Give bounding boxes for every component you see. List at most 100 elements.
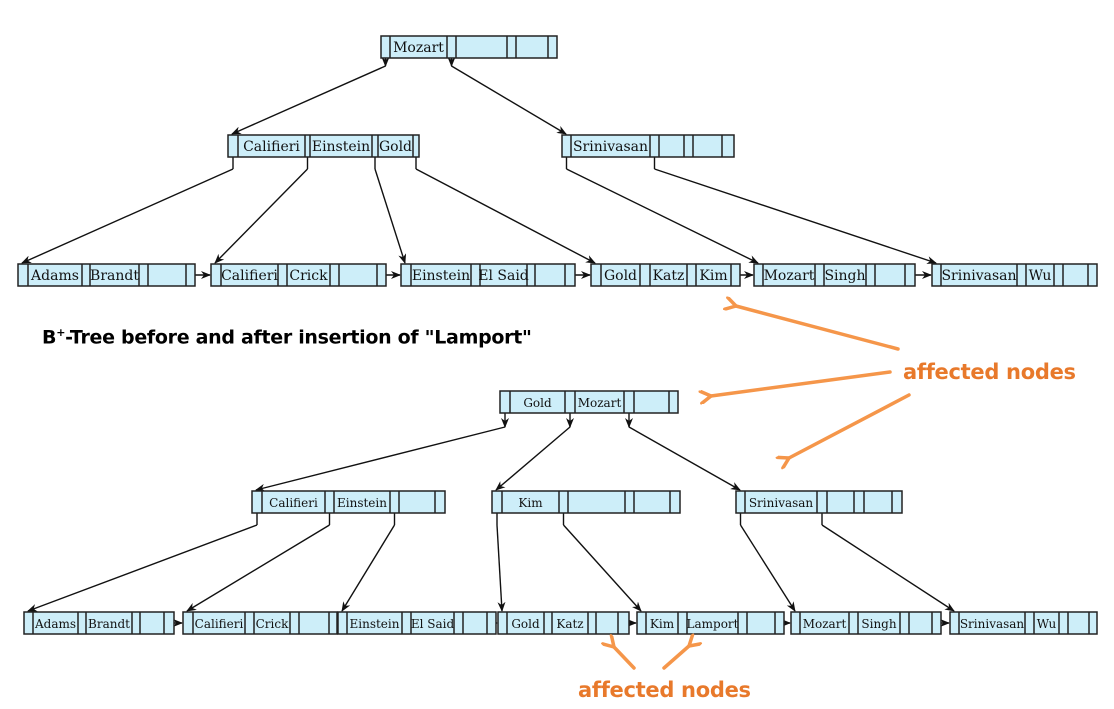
node-box [380, 35, 558, 59]
tree-edges [21, 50, 955, 627]
before-insertion-root-node: Mozart [380, 35, 558, 59]
node-key: Adams [30, 268, 79, 284]
node-key: Srinivasan [573, 139, 648, 155]
node-key: Wu [1029, 268, 1052, 284]
before-insertion-leaf-node-2: Califieri Crick [210, 263, 387, 287]
node-key: Crick [256, 617, 289, 631]
affected-nodes-label-top: affected nodes [903, 360, 1076, 384]
orange-arrow-to-leaf-kim-lamport [662, 646, 689, 670]
node-key: Califieri [221, 268, 278, 284]
node-key: Brandt [90, 268, 139, 284]
node-key: Crick [289, 268, 328, 284]
node-key: Califieri [195, 617, 244, 631]
node-box [210, 263, 387, 287]
node-key: Lamport [687, 617, 739, 631]
node-key: Califieri [243, 139, 300, 155]
node-box [337, 611, 497, 635]
orange-arrow-to-root-after [711, 370, 892, 396]
node-box [23, 611, 175, 635]
node-key: Katz [556, 617, 583, 631]
node-box [949, 611, 1098, 635]
after-insertion-internal-node-3: Srinivasan [735, 490, 903, 514]
node-box [400, 263, 576, 287]
node-key: Gold [523, 396, 552, 410]
node-key: Adams [34, 617, 76, 631]
after-insertion-leaf-node-2: Califieri Crick [182, 611, 338, 635]
after-insertion-leaf-node-3: Einstein El Said [337, 611, 497, 635]
node-box [17, 263, 196, 287]
node-box [790, 611, 942, 635]
after-insertion-internal-to-leaf-edge [341, 524, 396, 612]
node-key: Mozart [803, 617, 847, 631]
before-insertion-root-to-internal-edge [451, 65, 567, 135]
before-insertion-leaf-node-1: Adams Brandt [17, 263, 196, 287]
node-key: Singh [824, 268, 865, 284]
node-key: Gold [511, 617, 540, 631]
orange-arrow-to-internal-kim [789, 393, 911, 458]
before-insertion-leaf-node-3: Einstein El Said [400, 263, 576, 287]
node-key: Srinivasan [749, 496, 814, 510]
orange-arrow-to-leaf-gold-katz [614, 647, 636, 670]
before-insertion-internal-to-leaf-edge [415, 168, 596, 264]
node-key: Mozart [578, 396, 622, 410]
before-insertion-root-to-internal-edge [231, 65, 386, 135]
after-insertion-internal-to-leaf-edge [739, 524, 796, 612]
node-key: Califieri [269, 496, 318, 510]
node-key: Einstein [350, 617, 400, 631]
before-insertion-internal-to-leaf-edge [21, 168, 234, 264]
node-key: Kim [650, 617, 675, 631]
after-insertion-internal-to-leaf-edge [27, 524, 258, 612]
node-key: El Said [478, 268, 529, 284]
after-insertion-leaf-node-4: Gold Katz [497, 611, 630, 635]
node-key: Srinivasan [941, 268, 1016, 284]
before-insertion-leaf-node-6: Srinivasan Wu [931, 263, 1098, 287]
node-key: Wu [1037, 617, 1057, 631]
before-insertion-internal-node-2: Srinivasan [561, 134, 735, 158]
after-insertion-root-node: Gold Mozart [499, 390, 679, 414]
after-insertion-internal-to-leaf-edge [821, 524, 955, 612]
after-insertion-internal-to-leaf-edge [186, 524, 330, 612]
node-box [931, 263, 1098, 287]
after-insertion-leaf-node-6: Mozart Singh [790, 611, 942, 635]
before-insertion-internal-to-leaf-edge [654, 168, 937, 264]
after-insertion-internal-node-2: Kim [491, 490, 681, 514]
after-insertion-root-to-internal-edge [628, 426, 741, 491]
node-key: Brandt [88, 617, 130, 631]
node-key: Gold [379, 139, 412, 155]
node-key: Kim [518, 496, 543, 510]
after-insertion-leaf-node-7: Srinivasan Wu [949, 611, 1098, 635]
affected-nodes-label-bottom: affected nodes [578, 678, 751, 702]
node-key: Mozart [393, 40, 444, 56]
node-key: Mozart [764, 268, 815, 284]
after-insertion-root-to-internal-edge [255, 426, 506, 492]
before-insertion-internal-to-leaf-edge [566, 168, 759, 264]
node-key: Einstein [337, 496, 387, 510]
node-box [491, 490, 681, 514]
after-insertion-internal-node-1: Califieri Einstein [251, 490, 446, 514]
after-insertion-leaf-node-1: Adams Brandt [23, 611, 175, 635]
node-key: Singh [861, 617, 896, 631]
after-insertion-internal-to-leaf-edge [496, 524, 506, 612]
after-insertion-root-to-internal-edge [495, 426, 571, 491]
node-key: Kim [699, 268, 727, 284]
caption-prefix: B [42, 326, 57, 349]
before-insertion-leaf-node-5: Mozart Singh [753, 263, 916, 287]
node-box [251, 490, 446, 514]
node-key: Srinivasan [960, 617, 1025, 631]
node-key: El Said [411, 617, 455, 631]
node-box [735, 490, 903, 514]
orange-arrow-to-leaf-gold-katz-kim [736, 306, 900, 351]
affected-node-pointers [614, 306, 911, 670]
node-key: Einstein [412, 268, 470, 284]
after-insertion-leaf-node-5: Kim Lamport [636, 611, 785, 635]
diagram-caption: B+-Tree before and after insertion of "L… [42, 326, 532, 348]
node-key: Katz [653, 268, 685, 284]
before-insertion-internal-to-leaf-edge [214, 168, 308, 264]
node-box [561, 134, 735, 158]
node-box [590, 263, 741, 287]
after-insertion-internal-to-leaf-edge [562, 524, 642, 612]
